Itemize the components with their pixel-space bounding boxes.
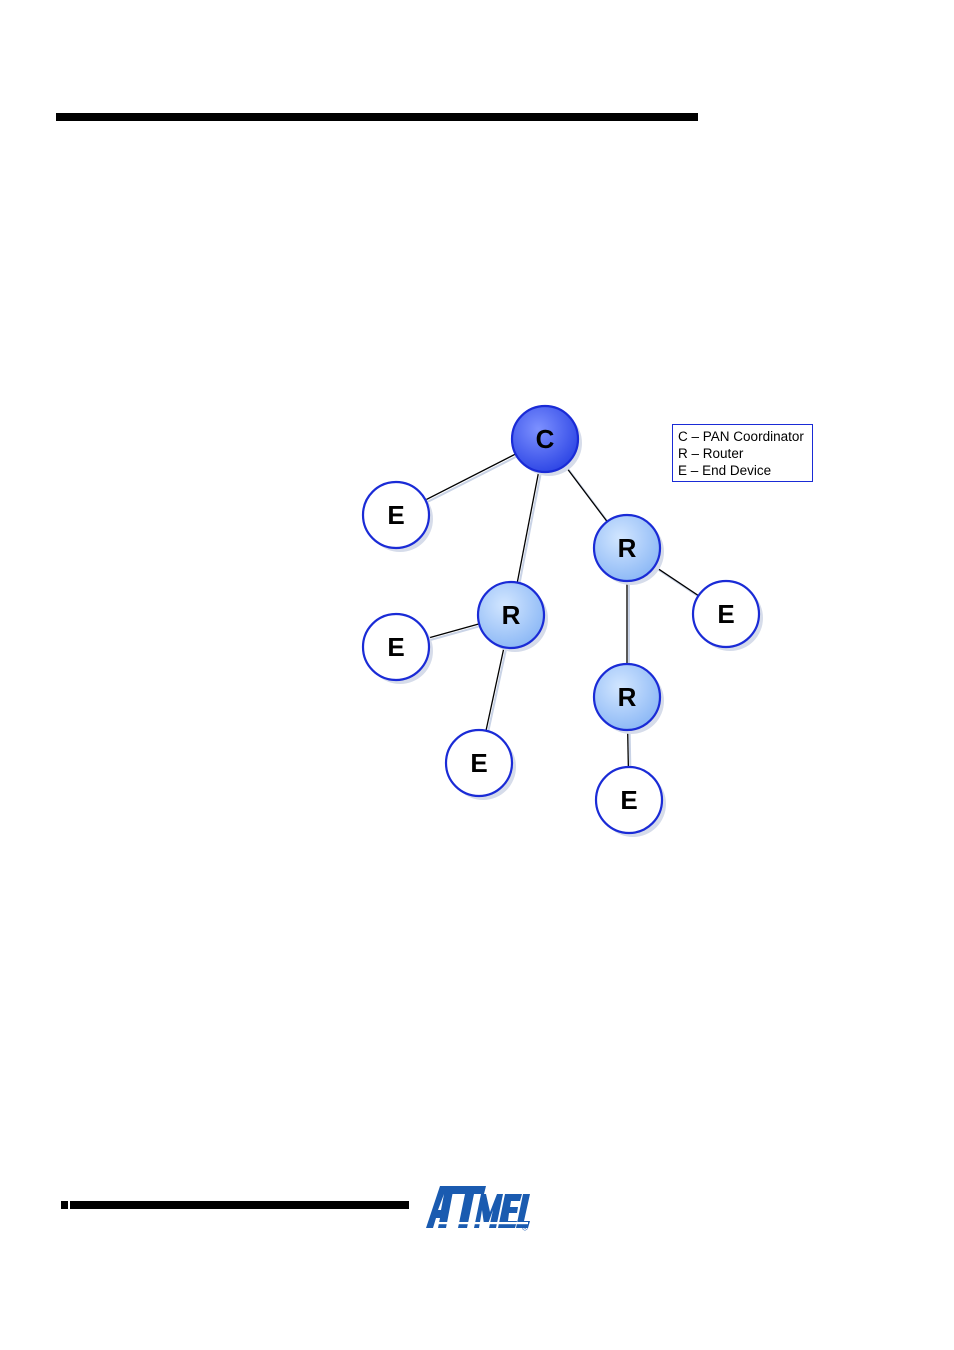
node-router-r2: R [594, 515, 664, 585]
node-end-e5: E [596, 767, 666, 837]
node-router-r1: R [478, 582, 548, 652]
legend-item-router: R – Router [678, 445, 812, 462]
legend-box: C – PAN Coordinator R – Router E – End D… [672, 424, 813, 482]
node-label: E [387, 500, 404, 530]
edges-layer [396, 439, 728, 802]
node-label: E [387, 632, 404, 662]
node-coordinator-c: C [512, 406, 582, 476]
atmel-logo: ® [424, 1182, 532, 1232]
node-label: R [502, 600, 521, 630]
legend-label: PAN Coordinator [703, 429, 804, 444]
node-label: E [620, 785, 637, 815]
node-end-e3: E [446, 730, 516, 800]
node-end-e2: E [363, 614, 433, 684]
legend-separator: – [692, 446, 700, 461]
node-end-e4: E [693, 581, 763, 651]
legend-key: C [678, 429, 688, 444]
legend-separator: – [691, 463, 699, 478]
legend-label: Router [703, 446, 744, 461]
node-label: E [470, 748, 487, 778]
legend-key: E [678, 463, 687, 478]
node-label: E [717, 599, 734, 629]
node-label: C [536, 424, 555, 454]
registered-mark: ® [522, 1224, 528, 1233]
node-label: R [618, 533, 637, 563]
legend-label: End Device [702, 463, 771, 478]
legend-key: R [678, 446, 688, 461]
legend-separator: – [692, 429, 700, 444]
node-router-r3: R [594, 664, 664, 734]
legend-item-coordinator: C – PAN Coordinator [678, 428, 812, 445]
footer-rule [61, 1201, 409, 1209]
node-end-e1: E [363, 482, 433, 552]
legend-item-end-device: E – End Device [678, 462, 812, 479]
node-label: R [618, 682, 637, 712]
